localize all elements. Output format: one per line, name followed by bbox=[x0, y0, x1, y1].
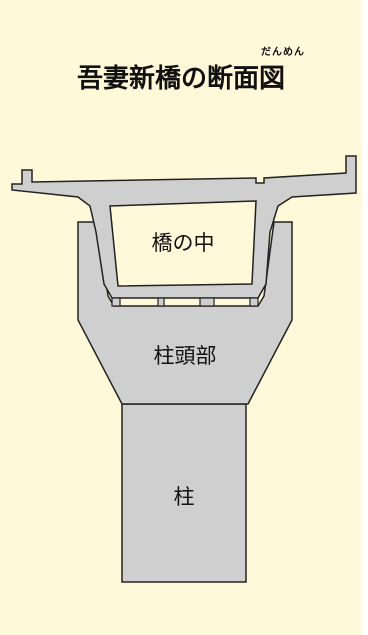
title-ruby: だんめん bbox=[260, 47, 305, 58]
title-area: 吾妻新橋の断面図 だんめん bbox=[0, 47, 362, 95]
label-inside: 橋の中 bbox=[152, 231, 215, 255]
box-girder bbox=[11, 155, 357, 299]
pillar bbox=[121, 403, 247, 583]
label-pier-head: 柱頭部 bbox=[154, 344, 217, 368]
pier-head bbox=[77, 221, 293, 405]
diagram-title: 吾妻新橋の断面図 だんめん bbox=[76, 47, 304, 95]
title-text: 吾妻新橋の断面図 bbox=[76, 64, 285, 94]
label-pillar: 柱 bbox=[174, 485, 195, 509]
bearing-pads bbox=[111, 297, 259, 307]
